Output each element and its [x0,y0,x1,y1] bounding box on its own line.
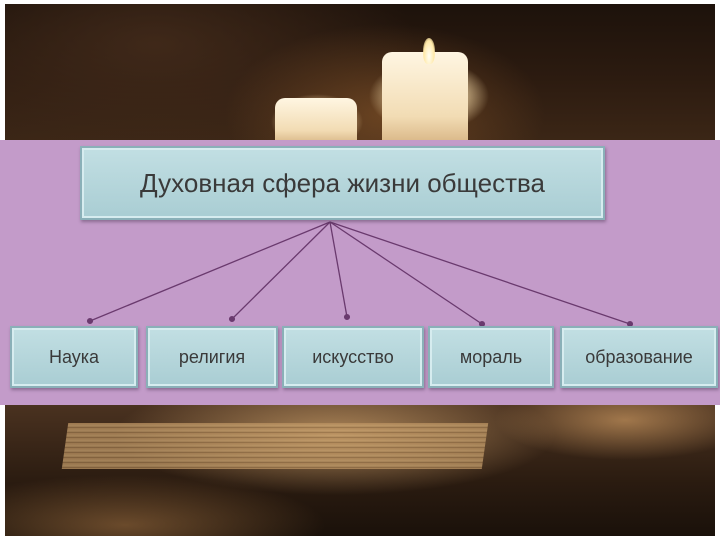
connector-nauka [90,222,330,321]
child-node-label: религия [179,347,245,368]
child-node-label: мораль [460,347,522,368]
root-node: Духовная сфера жизни общества [80,146,605,220]
child-node-iskusstvo: искусство [282,326,424,388]
child-node-obrazovanie: образование [560,326,718,388]
connector-nauka-dot [88,319,93,324]
root-node-label: Духовная сфера жизни общества [140,168,545,199]
child-node-label: Наука [49,347,99,368]
connector-religiya-dot [230,317,235,322]
connector-obrazovanie [330,222,630,324]
child-node-label: искусство [312,347,394,368]
connector-moral [330,222,482,324]
child-node-moral: мораль [428,326,554,388]
child-node-label: образование [585,347,693,368]
connector-iskusstvo [330,222,347,317]
child-node-nauka: Наука [10,326,138,388]
connector-religiya [232,222,330,319]
child-node-religiya: религия [146,326,278,388]
connector-iskusstvo-dot [345,315,350,320]
